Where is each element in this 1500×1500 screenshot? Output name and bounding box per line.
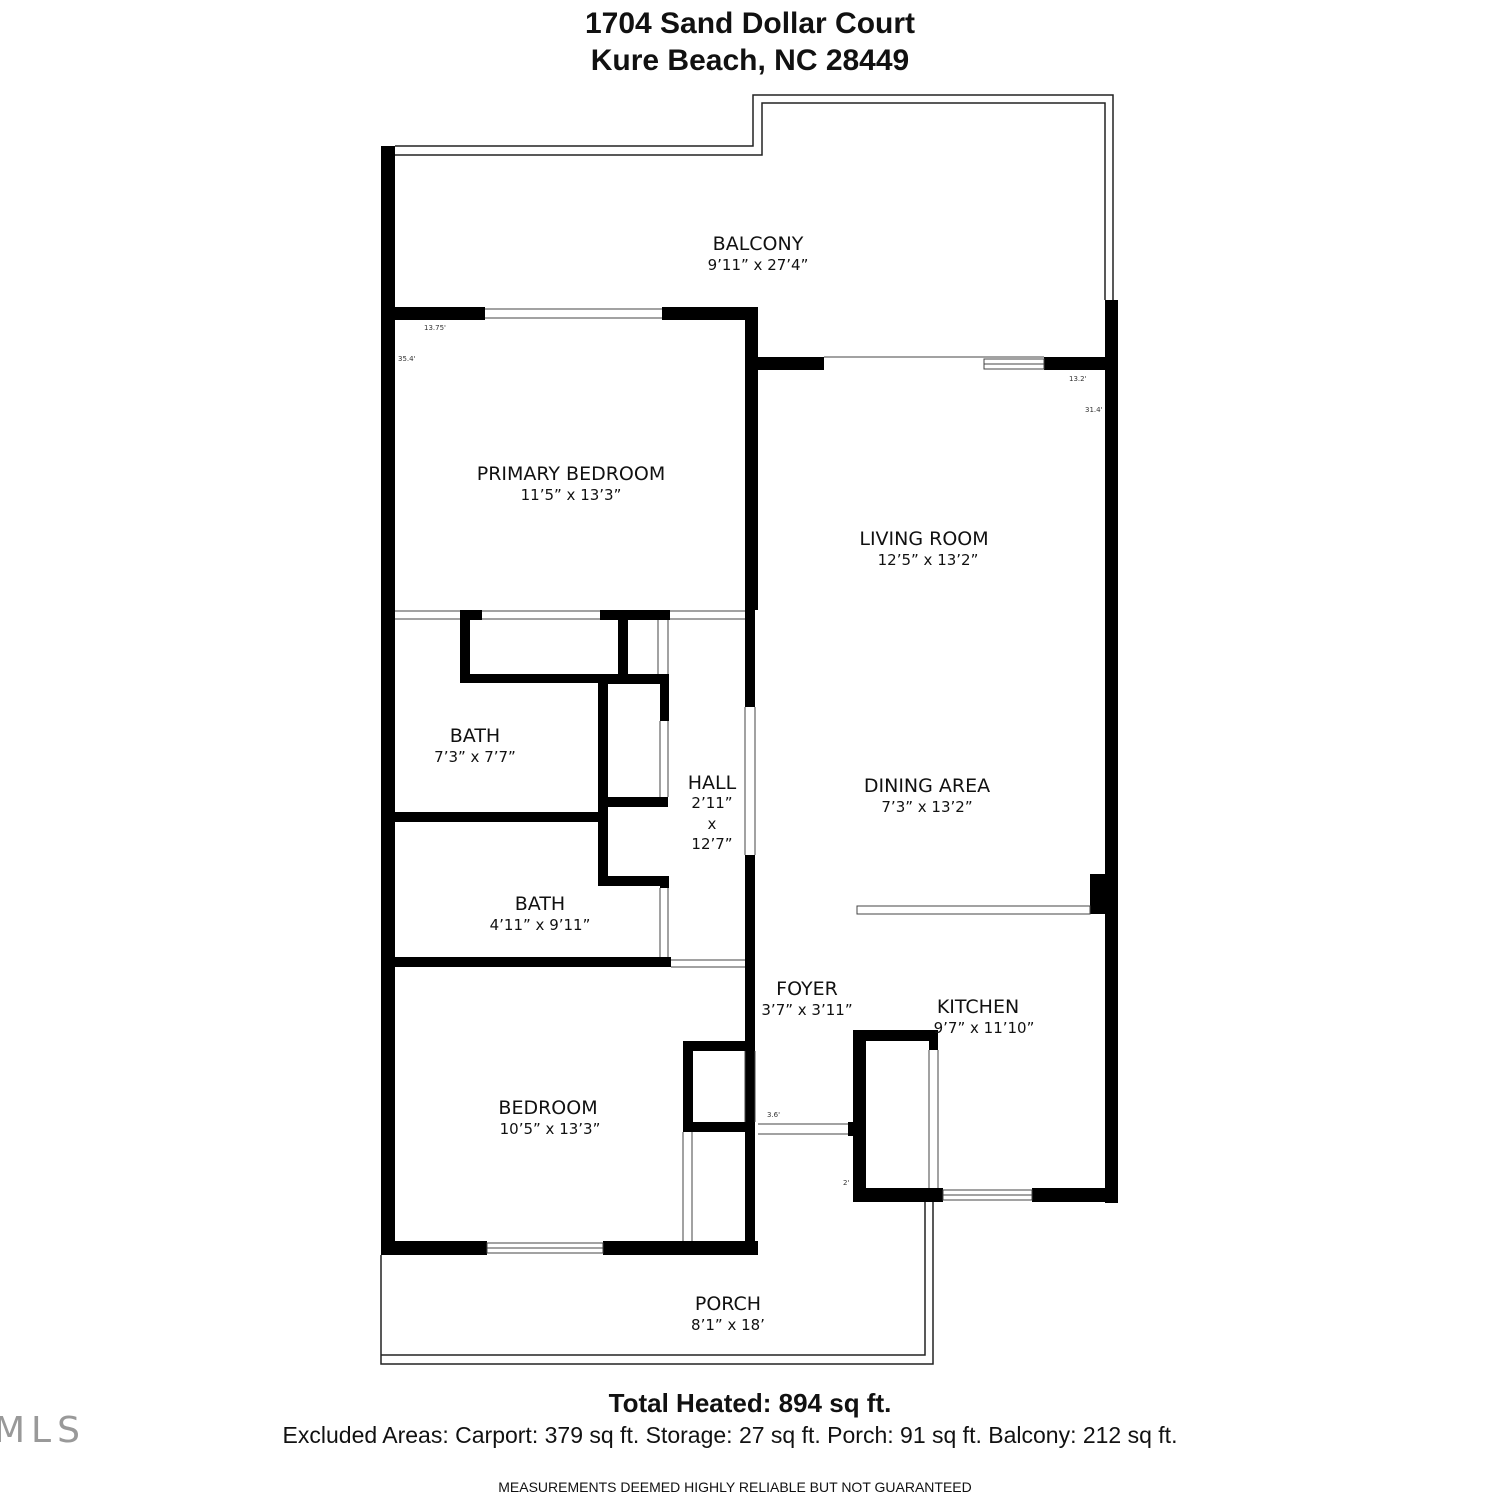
bath2-dims: 4’11” x 9’11”: [490, 916, 591, 934]
living-room-label: LIVING ROOM: [859, 528, 988, 550]
bedroom-label: BEDROOM: [498, 1097, 597, 1119]
total-heated: Total Heated: 894 sq ft.: [608, 1388, 892, 1418]
disclaimer: MEASUREMENTS DEEMED HIGHLY RELIABLE BUT …: [498, 1479, 972, 1495]
kitchen-label: KITCHEN: [937, 996, 1019, 1018]
annotation-3-6: 3.6': [767, 1111, 780, 1119]
dining-area-dims: 7’3” x 13’2”: [881, 798, 972, 816]
porch-outline: [380, 1200, 934, 1365]
bath2-label: BATH: [515, 893, 565, 915]
foyer-label: FOYER: [776, 978, 838, 1000]
bath1-label: BATH: [450, 725, 500, 747]
hall-dims-x: x: [708, 815, 717, 833]
annotation-35-4: 35.4': [398, 355, 416, 363]
openings: [395, 308, 1091, 1254]
porch-dims: 8’1” x 18’: [691, 1316, 765, 1334]
balcony-label: BALCONY: [713, 233, 804, 255]
walls: [381, 146, 1118, 1255]
hall-dims-width: 2’11”: [691, 794, 732, 812]
foyer-dims: 3’7” x 3’11”: [761, 1001, 852, 1019]
kitchen-dims: 9’7” x 11’10”: [934, 1019, 1035, 1037]
annotation-13-75: 13.75': [424, 324, 446, 332]
hall-label: HALL: [688, 772, 737, 794]
excluded-areas: Excluded Areas: Carport: 379 sq ft. Stor…: [282, 1422, 1178, 1448]
annotation-2: 2': [843, 1179, 849, 1187]
annotation-31-4: 31.4': [1085, 406, 1103, 414]
mls-logo: MLS: [0, 1410, 86, 1451]
balcony-dims: 9’11” x 27’4”: [708, 256, 809, 274]
primary-bedroom-label: PRIMARY BEDROOM: [477, 463, 665, 485]
living-room-dims: 12’5” x 13’2”: [878, 551, 979, 569]
primary-bedroom-dims: 11’5” x 13’3”: [521, 486, 622, 504]
dining-area-label: DINING AREA: [864, 775, 990, 797]
porch-label: PORCH: [695, 1293, 761, 1315]
annotation-13-2: 13.2': [1069, 375, 1087, 383]
bath1-dims: 7’3” x 7’7”: [434, 748, 516, 766]
address-line-2: Kure Beach, NC 28449: [590, 44, 910, 77]
bedroom-dims: 10’5” x 13’3”: [500, 1120, 601, 1138]
hall-dims-length: 12’7”: [691, 835, 732, 853]
balcony-outline: [395, 94, 1114, 300]
address-line-1: 1704 Sand Dollar Court: [584, 7, 916, 40]
